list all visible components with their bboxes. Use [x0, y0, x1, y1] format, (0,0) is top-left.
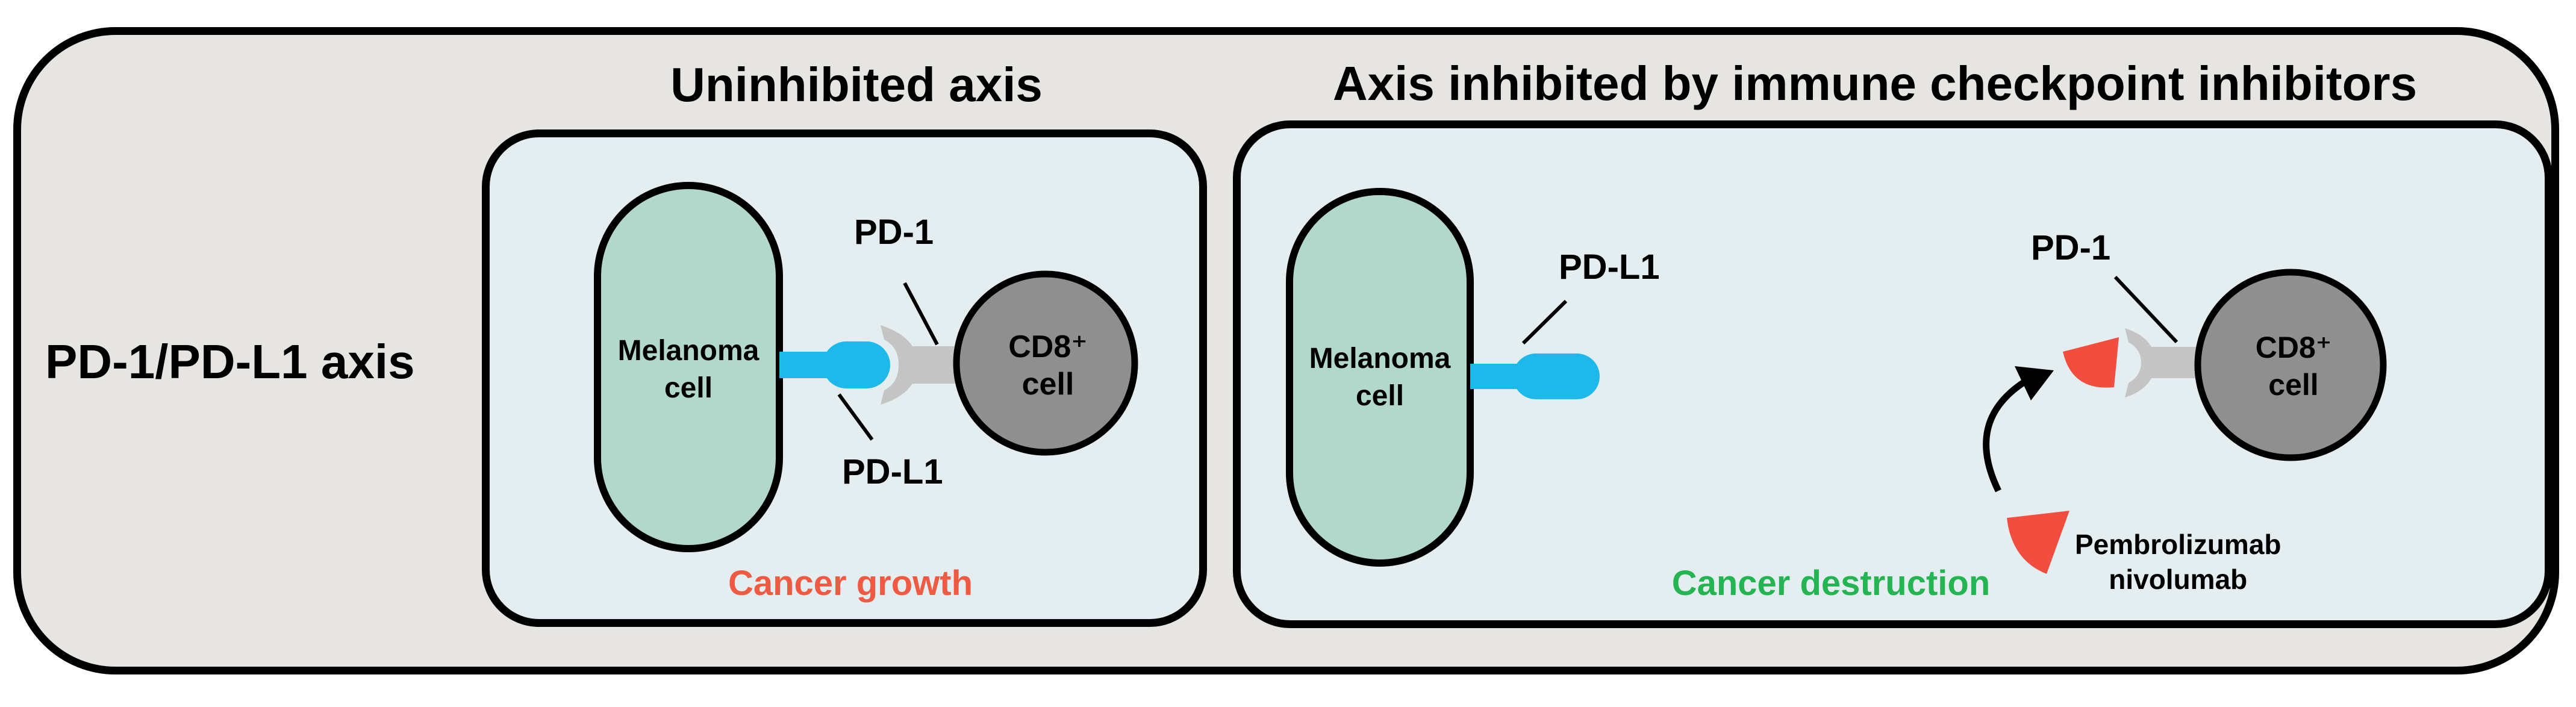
right-cd8-text: CD8⁺ cell [2256, 329, 2331, 403]
drug-label: Pembrolizumab nivolumab [2075, 527, 2281, 597]
melanoma-line2: cell [664, 372, 713, 404]
pd1-pointer-right [2113, 275, 2178, 344]
cd8-cell-left [953, 270, 1138, 456]
pd1-receptor-left [881, 325, 956, 405]
right-heading: Axis inhibited by immune checkpoint inhi… [1332, 57, 2418, 110]
cancer-growth-label: Cancer growth [728, 564, 973, 603]
left-cd8-text: CD8⁺ cell [1008, 328, 1087, 403]
cd8-line2: cell [2268, 368, 2319, 402]
pdl1-stalk-left [779, 352, 829, 378]
left-pd1-label: PD-1 [854, 213, 934, 252]
cd8-line1: CD8⁺ [1008, 329, 1088, 364]
right-melanoma-text: Melanoma cell [1309, 340, 1451, 415]
melanoma-line1: Melanoma [617, 335, 759, 367]
left-melanoma-text: Melanoma cell [618, 332, 759, 407]
melanoma-line2: cell [1355, 380, 1405, 412]
antibody-bound [2063, 337, 2119, 388]
right-pdl1-label: PD-L1 [1559, 248, 1660, 287]
cd8-cell-right [2194, 269, 2387, 461]
pd1-receptor-right [2125, 328, 2198, 397]
pdl1-stalk-right [1470, 364, 1518, 389]
axis-label: PD-1/PD-L1 axis [45, 335, 415, 388]
drug-line2: nivolumab [2109, 564, 2248, 595]
pdl1-head-right [1513, 354, 1600, 399]
binding-arrow-head [2015, 366, 2054, 400]
pdl1-pointer-right [1521, 299, 1568, 345]
pd1-pointer-left [903, 282, 939, 346]
left-pdl1-label: PD-L1 [842, 452, 943, 491]
cd8-line2: cell [1021, 367, 1074, 402]
cd8-line1: CD8⁺ [2255, 331, 2332, 364]
antibody-free [2007, 511, 2069, 574]
binding-arrow [1983, 379, 2026, 493]
left-heading: Uninhibited axis [670, 58, 1043, 111]
melanoma-line1: Melanoma [1309, 343, 1451, 375]
right-pd1-label: PD-1 [2031, 228, 2111, 267]
pdl1-head-left [823, 341, 890, 388]
drug-line1: Pembrolizumab [2075, 529, 2281, 560]
pdl1-pointer-left [837, 393, 874, 441]
cancer-destruction-label: Cancer destruction [1671, 564, 1991, 603]
